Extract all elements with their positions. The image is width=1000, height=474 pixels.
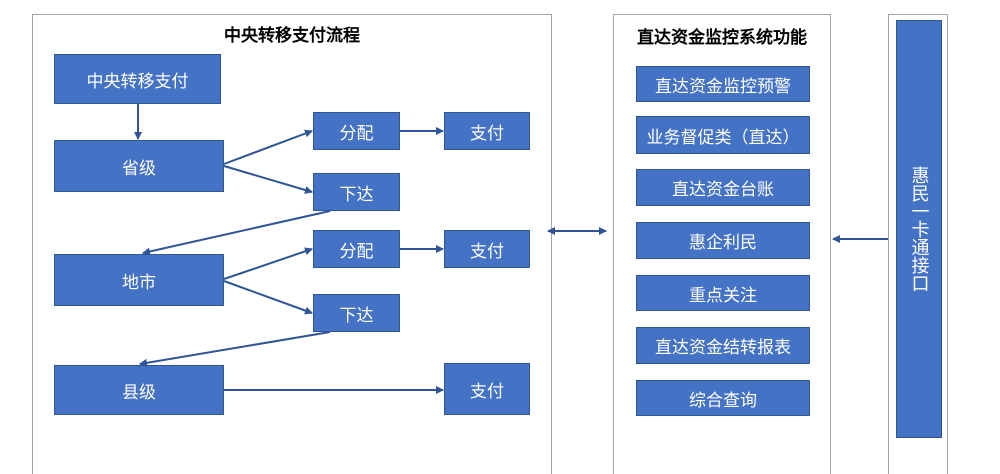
central-transfer-node: 中央转移支付 (54, 54, 221, 104)
allocate-node-2: 分配 (313, 230, 400, 268)
card-interface-node: 惠民一卡通接口 (896, 20, 942, 438)
issue-node-1: 下达 (313, 173, 400, 211)
pay-node-1: 支付 (444, 112, 530, 150)
city-node: 地市 (54, 254, 224, 306)
transfer-payment-title: 中央转移支付流程 (224, 26, 360, 46)
function-item: 综合查询 (636, 380, 810, 416)
allocate-node-1: 分配 (313, 112, 400, 150)
issue-node-2: 下达 (313, 294, 400, 332)
function-item: 直达资金监控预警 (636, 66, 810, 102)
function-item: 业务督促类（直达） (636, 116, 810, 154)
function-item: 直达资金台账 (636, 169, 810, 206)
pay-node-3: 支付 (444, 363, 530, 415)
province-node: 省级 (54, 140, 224, 192)
function-item: 重点关注 (636, 275, 810, 311)
monitoring-system-title: 直达资金监控系统功能 (637, 28, 807, 48)
pay-node-2: 支付 (444, 230, 530, 268)
county-node: 县级 (54, 365, 224, 415)
function-item: 直达资金结转报表 (636, 327, 810, 364)
card-interface-label: 惠民一卡通接口 (908, 166, 930, 292)
function-item: 惠企利民 (636, 222, 810, 259)
